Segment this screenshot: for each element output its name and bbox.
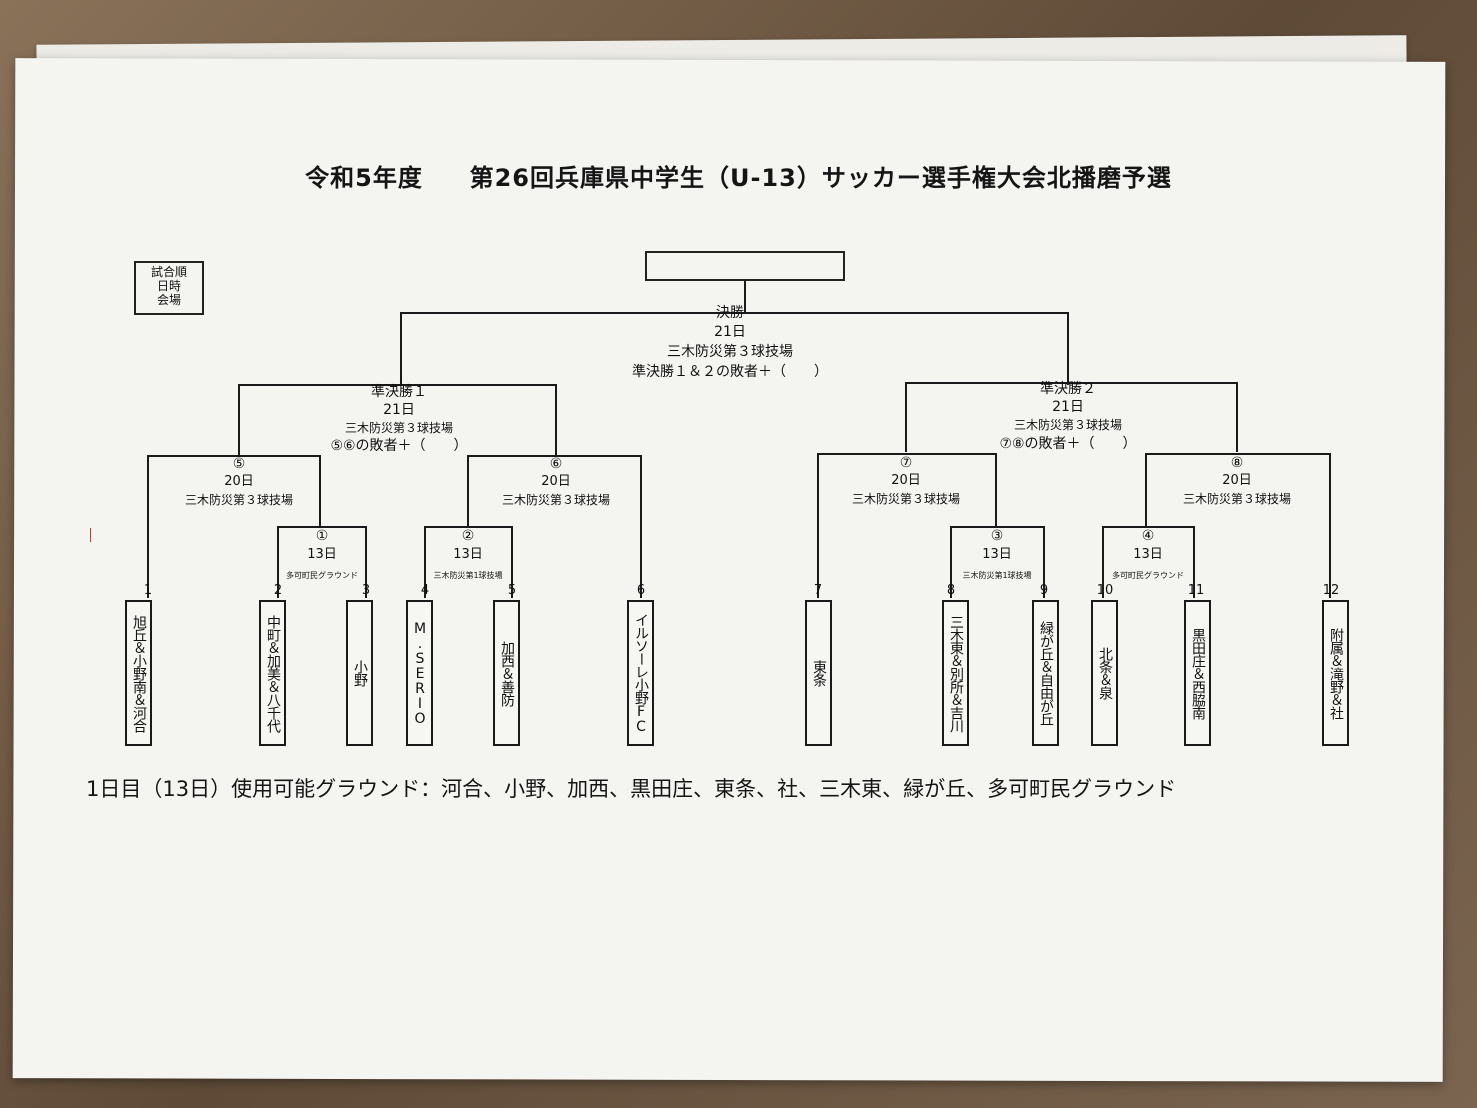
legend-order: 試合順 <box>150 265 187 279</box>
title-year: 令和5年度 <box>305 164 423 192</box>
team-number: 2 <box>273 583 283 598</box>
r1-3-date: 13日 <box>982 547 1012 562</box>
r1-1-venue: 多可町民グラウンド <box>286 571 358 580</box>
team-box-7: 東条 <box>805 600 832 746</box>
team-box-3: 小野 <box>346 600 373 746</box>
semi2-venue: 三木防災第３球技場 <box>1013 418 1122 432</box>
qf6-date: 20日 <box>541 474 571 489</box>
team-box-2: 中町＆加美＆八千代 <box>259 600 286 746</box>
r1-2-venue: 三木防災第1球技場 <box>433 571 503 580</box>
qf5-label: ⑤ <box>232 456 246 472</box>
team-number: 5 <box>507 583 517 598</box>
title-name: 第26回兵庫県中学生（U-13）サッカー選手権大会北播磨予選 <box>469 164 1172 192</box>
legend-date: 日時 <box>156 279 181 293</box>
team-box-9: 緑が丘＆自由が丘 <box>1032 600 1059 746</box>
red-pen-mark <box>90 528 91 542</box>
semi1-venue: 三木防災第３球技場 <box>344 421 453 435</box>
semi2-label: 準決勝２ <box>1040 381 1096 397</box>
team-number: 11 <box>1187 583 1205 598</box>
qf7-date: 20日 <box>891 473 921 488</box>
team-box-12: 附属＆滝野＆社 <box>1322 600 1349 746</box>
semi1-note: ⑤⑥の敗者＋（ ） <box>330 438 468 454</box>
r1-4-date: 13日 <box>1133 547 1163 562</box>
team-number: 1 <box>143 583 153 598</box>
r1-3-venue: 三木防災第1球技場 <box>962 571 1032 580</box>
footer-note: 1日目（13日）使用可能グラウンド：河合、小野、加西、黒田庄、東条、社、三木東、… <box>86 777 1177 801</box>
qf8-date: 20日 <box>1222 473 1252 488</box>
legend-venue: 会場 <box>156 293 181 307</box>
team-number: 4 <box>420 583 430 598</box>
semi1-label: 準決勝１ <box>371 384 427 400</box>
legend-box: 試合順 日時 会場 <box>134 261 204 315</box>
final-venue: 三木防災第３球技場 <box>667 344 793 360</box>
final-note: 準決勝１＆２の敗者＋（ ） <box>632 364 828 380</box>
semi1-date: 21日 <box>383 402 415 418</box>
team-box-11: 黒田庄＆西脇南 <box>1184 600 1211 746</box>
r1-2-label: ② <box>461 528 475 544</box>
r1-3-label: ③ <box>990 528 1004 544</box>
team-box-4: M.SERIO <box>406 600 433 746</box>
page-title: 令和5年度 第26回兵庫県中学生（U-13）サッカー選手権大会北播磨予選 <box>0 158 1477 193</box>
r1-2-date: 13日 <box>453 547 483 562</box>
semi2-date: 21日 <box>1052 399 1084 415</box>
qf6-venue: 三木防災第３球技場 <box>501 493 610 507</box>
qf5-venue: 三木防災第３球技場 <box>184 493 293 507</box>
team-box-1: 旭丘＆小野南＆河合 <box>125 600 152 746</box>
r1-1-label: ① <box>315 528 329 544</box>
team-box-8: 三木東＆別所＆吉川 <box>942 600 969 746</box>
qf8-label: ⑧ <box>1230 455 1244 471</box>
team-box-6: イルソーレ小野FC <box>627 600 654 746</box>
team-number: 3 <box>361 583 371 598</box>
r1-4-venue: 多可町民グラウンド <box>1112 571 1184 580</box>
qf6-label: ⑥ <box>549 456 563 472</box>
qf5-date: 20日 <box>224 474 254 489</box>
team-number: 7 <box>813 583 823 598</box>
team-box-10: 北条＆泉 <box>1091 600 1118 746</box>
team-number: 9 <box>1039 583 1049 598</box>
final-label: 決勝 <box>716 305 744 321</box>
qf8-venue: 三木防災第３球技場 <box>1182 492 1291 506</box>
team-box-5: 加西＆善防 <box>493 600 520 746</box>
team-number: 10 <box>1096 583 1114 598</box>
final-date: 21日 <box>714 324 746 340</box>
qf7-venue: 三木防災第３球技場 <box>851 492 960 506</box>
team-number: 6 <box>636 583 646 598</box>
r1-1-date: 13日 <box>307 547 337 562</box>
semi2-note: ⑦⑧の敗者＋（ ） <box>999 436 1137 452</box>
qf7-label: ⑦ <box>899 455 913 471</box>
champion-box <box>645 251 845 281</box>
r1-4-label: ④ <box>1141 528 1155 544</box>
team-number: 8 <box>946 583 956 598</box>
team-number: 12 <box>1322 583 1340 598</box>
